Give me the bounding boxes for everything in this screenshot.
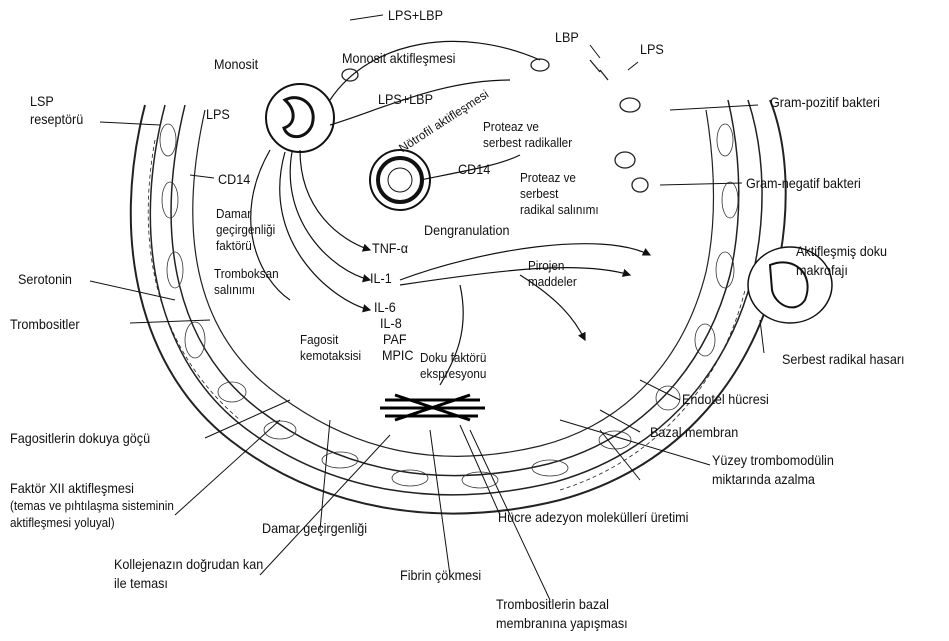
label-gram-pozitif: Gram-pozitif bakteri [770,94,880,111]
label-trombosit-bazal-1: Trombositlerin bazal [496,596,609,613]
label-endotel: Endotel hücresi [682,391,769,408]
label-lsp-reseptoru-2: reseptörü [30,111,83,128]
label-paf: PAF [383,331,407,348]
label-serotonin: Serotonin [18,271,72,288]
label-faktor12-2: (temas ve pıhtılaşma sisteminin [10,498,174,513]
label-lps-right: LPS [640,41,664,58]
label-damar-3: faktörü [216,238,252,253]
label-tnf: TNF-α [372,240,408,257]
label-doku-faktoru-2: ekspresyonu [420,366,486,381]
label-bazal-membran: Bazal membran [650,424,738,441]
label-monosit: Monosit [214,56,258,73]
label-lps-lbp-top: LPS+LBP [388,7,443,24]
label-il6: IL-6 [374,299,396,316]
label-aktif-doku-1: Aktifleşmiş doku [796,243,887,260]
label-proteaz-2: serbest radikaller [483,135,572,150]
label-pirojen-1: Pirojen [528,258,564,273]
label-fagosit-goc: Fagositlerin dokuya göçü [10,430,150,447]
label-damar-gecirgenligi: Damar geçirgenliği [262,520,367,537]
label-lps-left: LPS [206,106,230,123]
label-doku-faktoru-1: Doku faktörü [420,350,486,365]
label-gram-negatif: Gram-negatif bakteri [746,175,861,192]
label-proteaz-1: Proteaz ve [483,119,539,134]
label-aktif-doku-2: makrofajı [796,262,848,279]
label-fagosit-1: Fagosit [300,332,338,347]
label-il8: IL-8 [380,315,402,332]
label-il1: IL-1 [370,270,392,287]
label-trombosit-bazal-2: membranına yapışması [496,615,628,632]
label-cd14-mid: CD14 [458,161,490,178]
label-damar-2: geçirgenliği [216,222,275,237]
label-lsp-reseptoru-1: LSP [30,93,54,110]
label-damar-1: Damar [216,206,251,221]
label-tromboksan-1: Tromboksan [214,266,279,281]
label-cd14-left: CD14 [218,171,250,188]
label-lps-lbp-mid: LPS+LBP [378,91,433,108]
label-proteaz-salinim-3: radikal salınımı [520,202,599,217]
label-faktor12-3: aktifleşmesi yoluyal) [10,515,115,530]
label-proteaz-salinim-2: serbest [520,186,558,201]
fibrin-deposit [380,395,485,420]
label-proteaz-salinim-1: Proteaz ve [520,170,576,185]
label-yuzey-2: miktarında azalma [712,471,815,488]
label-mpic: MPIC [382,347,414,364]
label-dengranulation: Dengranulation [424,222,509,239]
label-pirojen-2: maddeler [528,274,577,289]
label-kollejenaz-1: Kollejenazın doğrudan kan [114,556,263,573]
label-yuzey-1: Yüzey trombomodülin [712,452,834,469]
label-lbp: LBP [555,29,579,46]
monocyte-cell [266,84,334,152]
label-kollejenaz-2: ile teması [114,575,168,592]
label-faktor12-1: Faktör XII aktifleşmesi [10,480,134,497]
label-trombositler: Trombositler [10,316,80,333]
label-hucre-adezyon: Hücre adezyon moleküllerí üretimi [498,509,688,526]
label-serbest-radikal-hasari: Serbest radikal hasarı [782,351,905,368]
label-fibrin: Fibrin çökmesi [400,567,481,584]
label-fagosit-2: kemotaksisi [300,348,361,363]
label-monosit-aktiflesmesi: Monosit aktifleşmesi [342,50,455,67]
label-tromboksan-2: salınımı [214,282,255,297]
